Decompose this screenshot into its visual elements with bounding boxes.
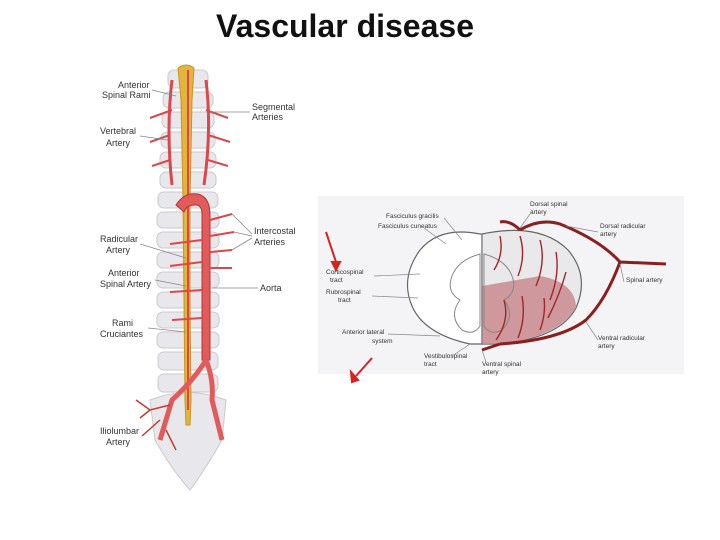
intrinsic-vessels bbox=[493, 235, 567, 341]
label-radicular-artery-2: Artery bbox=[106, 245, 131, 255]
label-fasciculus-cuneatus: Fasciculus cuneatus bbox=[378, 223, 438, 230]
label-rami-cruciantes-2: Cruciantes bbox=[100, 329, 144, 339]
label-rubrospinal-tract-2: tract bbox=[338, 297, 351, 304]
label-ventral-radicular-artery-2: artery bbox=[598, 343, 615, 350]
left-leader-lines bbox=[139, 89, 258, 333]
cross-section-arteries bbox=[481, 220, 667, 352]
label-rami-cruciantes-1: Rami bbox=[112, 318, 133, 328]
cord-cross-section-figure: Fasciculus gracilis Fasciculus cuneatus … bbox=[318, 196, 684, 384]
right-leader-lines bbox=[371, 213, 625, 363]
spinal-cord bbox=[177, 64, 195, 426]
left-labels: Anterior Spinal Rami Segmental Arteries … bbox=[100, 80, 296, 447]
vertebral-artery-right bbox=[202, 79, 211, 186]
vertebral-artery-left bbox=[167, 79, 174, 186]
label-dorsal-radicular-artery-1: Dorsal radicular bbox=[600, 223, 646, 230]
slide-title: Vascular disease bbox=[216, 8, 474, 44]
label-anterior-spinal-artery-1: Anterior bbox=[108, 268, 140, 278]
label-iliolumbar-artery-2: Artery bbox=[106, 437, 131, 447]
label-segmental-arteries-2: Arteries bbox=[252, 112, 284, 122]
label-segmental-arteries-1: Segmental bbox=[252, 102, 295, 112]
label-anterior-spinal-artery-2: Spinal Artery bbox=[100, 279, 152, 289]
label-corticospinal-tract-1: Corticospinal bbox=[326, 269, 364, 276]
label-spinal-artery: Spinal artery bbox=[626, 277, 663, 284]
label-vertebral-artery-1: Vertebral bbox=[100, 126, 136, 136]
label-intercostal-arteries-1: Intercostal bbox=[254, 226, 296, 236]
right-labels: Fasciculus gracilis Fasciculus cuneatus … bbox=[326, 201, 663, 376]
label-corticospinal-tract-2: tract bbox=[330, 277, 343, 284]
label-aorta: Aorta bbox=[260, 283, 282, 293]
label-rubrospinal-tract-1: Rubrospinal bbox=[326, 289, 361, 296]
iliolumbar-branches bbox=[135, 399, 177, 451]
label-fasciculus-gracilis: Fasciculus gracilis bbox=[386, 213, 439, 220]
label-intercostal-arteries-2: Arteries bbox=[254, 237, 286, 247]
label-ventral-spinal-artery-2: artery bbox=[482, 369, 499, 376]
label-radicular-artery-1: Radicular bbox=[100, 234, 138, 244]
label-vestibulospinal-tract-1: Vestibulospinal bbox=[424, 353, 468, 360]
label-iliolumbar-artery-1: Iliolumbar bbox=[100, 426, 139, 436]
label-anterior-spinal-rami-2: Spinal Rami bbox=[102, 90, 151, 100]
spinal-column-figure: Anterior Spinal Rami Segmental Arteries … bbox=[100, 64, 296, 491]
label-dorsal-spinal-artery-1: Dorsal spinal bbox=[530, 201, 568, 208]
label-anterior-lateral-system-2: system bbox=[372, 338, 393, 345]
label-anterior-lateral-system-1: Anterior lateral bbox=[342, 329, 385, 336]
label-ventral-radicular-artery-1: Ventral radicular bbox=[598, 335, 646, 342]
cord-outline bbox=[406, 231, 483, 345]
iliac-arteries bbox=[157, 358, 225, 441]
label-vertebral-artery-2: Artery bbox=[106, 138, 131, 148]
label-dorsal-spinal-artery-2: artery bbox=[530, 209, 547, 216]
label-anterior-spinal-rami-1: Anterior bbox=[118, 80, 150, 90]
aorta-vessel bbox=[175, 193, 211, 361]
intercostal-branches bbox=[169, 213, 235, 321]
label-vestibulospinal-tract-2: tract bbox=[424, 361, 437, 368]
label-ventral-spinal-artery-1: Ventral spinal bbox=[482, 361, 522, 368]
red-arrows bbox=[325, 231, 373, 384]
label-dorsal-radicular-artery-2: artery bbox=[600, 231, 617, 238]
